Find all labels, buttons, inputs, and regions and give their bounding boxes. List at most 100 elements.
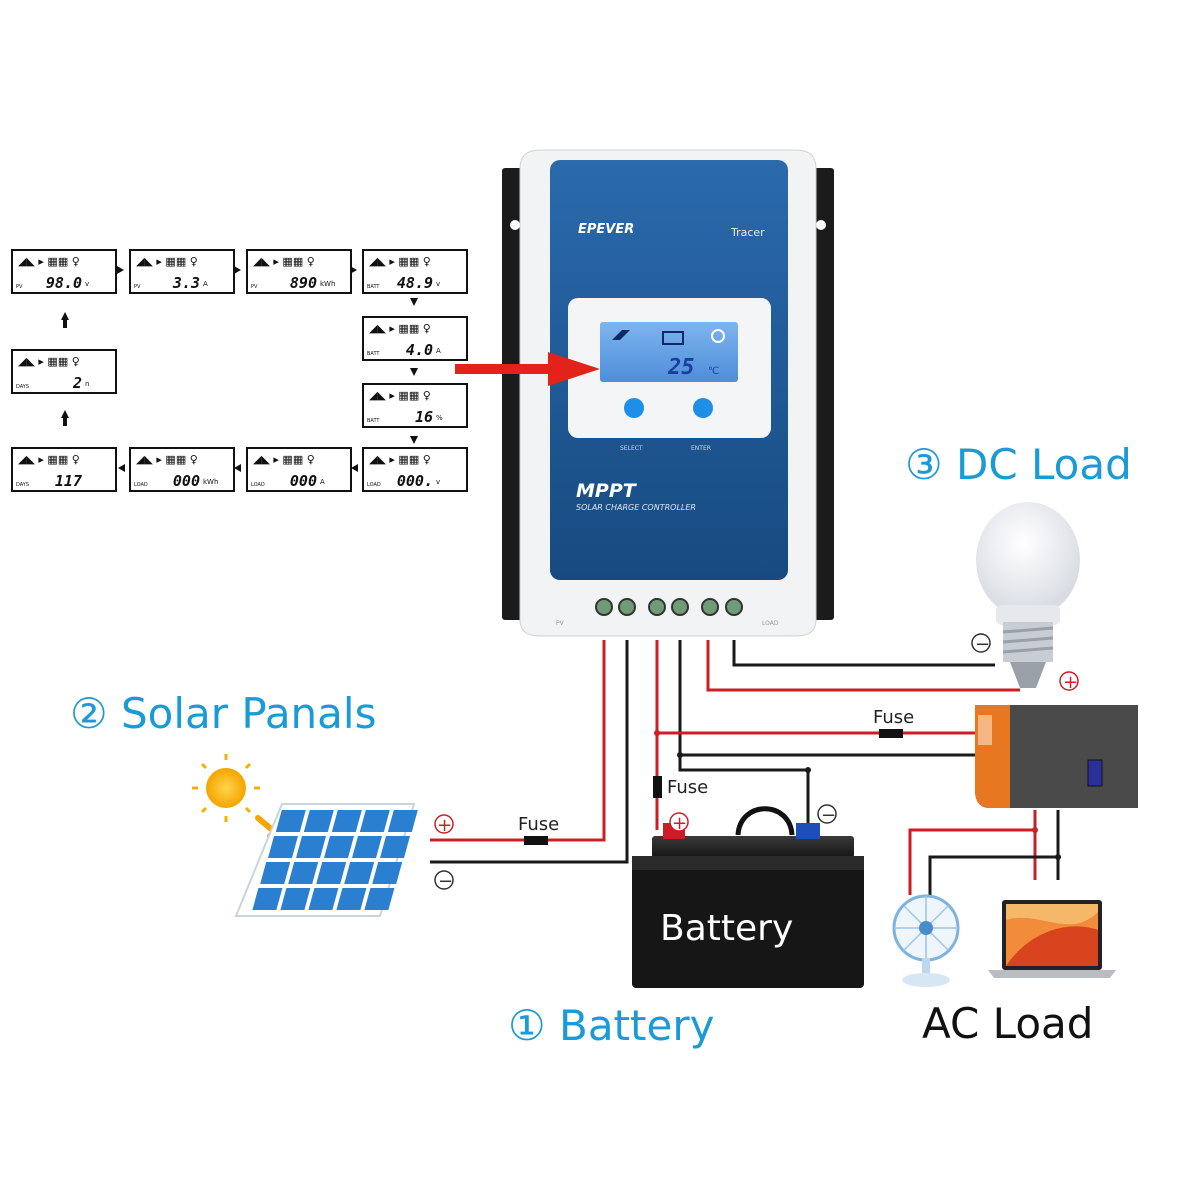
panel-cell (303, 810, 334, 832)
panel-cell (316, 862, 347, 884)
junction-dots (654, 730, 1038, 833)
lcd-main-value: 25 (667, 355, 695, 380)
solar-panel (192, 754, 418, 917)
wire-pv-negative (430, 640, 629, 864)
bulb-minus: − (975, 634, 990, 655)
lcd-status-icon-row: ◢◣ ▸ ▦▦ ♀ (253, 453, 315, 466)
lcd-status-icon-row: ◢◣ ▸ ▦▦ ♀ (253, 255, 315, 268)
panel-cell (252, 888, 283, 910)
lcd-thumbnail-tag: PV (134, 284, 141, 290)
lcd-thumbnail-value: 000. (397, 472, 433, 490)
panel-cell (372, 862, 403, 884)
lcd-thumbnail-tag: BATT (367, 284, 380, 290)
lcd-status-icon-row: ◢◣ ▸ ▦▦ ♀ (136, 255, 198, 268)
panel-cells (252, 810, 418, 910)
lcd-thumbnail-unit: % (436, 414, 443, 422)
fuse-battery (653, 776, 662, 798)
solar-plus: + (437, 815, 452, 836)
wire-batt-negative (678, 640, 810, 835)
lcd-status-icon-row: ◢◣ ▸ ▦▦ ♀ (18, 355, 80, 368)
controller-subtitle: SOLAR CHARGE CONTROLLER (576, 503, 696, 512)
panel-cell (296, 836, 326, 858)
controller-title: MPPT (576, 480, 638, 502)
terminal-label-load: LOAD (762, 620, 779, 627)
lcd-thumbnail-value: 2 (72, 374, 82, 392)
lcd-thumbnail-value: 117 (55, 472, 82, 490)
inverter (975, 705, 1138, 808)
lcd-thumbnail-tag: DAYS (16, 482, 29, 488)
fuse-label-pv: Fuse (518, 814, 559, 835)
sun-rays (192, 754, 260, 822)
battery: Battery (632, 806, 864, 988)
panel-cell (380, 836, 410, 858)
enter-button[interactable] (693, 398, 713, 418)
panel-cell (387, 810, 418, 832)
sun-icon (206, 768, 246, 808)
panel-cell (336, 888, 367, 910)
lcd-thumbnail-unit: A (320, 478, 325, 486)
fuse-pv (524, 836, 548, 845)
wire-load-negative (732, 640, 995, 667)
lcd-thumbnail-unit: v (85, 280, 89, 288)
battery-plus: + (672, 813, 687, 834)
lcd-thumbnail-unit: A (436, 347, 441, 355)
panel-cell (364, 888, 395, 910)
title-solar-panels: ② Solar Panals (70, 689, 376, 738)
lcd-thumbnail-value: 890 (290, 274, 317, 292)
display-pointer-arrow (455, 352, 600, 386)
panel-cell (344, 862, 375, 884)
lcd-screen-thumbnail: ◢◣ ▸ ▦▦ ♀ DAYS 117 (11, 447, 117, 492)
title-ac-load: AC Load (922, 999, 1093, 1048)
lcd-status-icon-row: ◢◣ ▸ ▦▦ ♀ (369, 389, 431, 402)
lcd-status-icon-row: ◢◣ ▸ ▦▦ ♀ (18, 255, 80, 268)
bulb-plus: + (1063, 672, 1078, 693)
battery-minus: − (821, 805, 836, 826)
terminal-label-pv: PV (556, 620, 565, 627)
lcd-thumbnail-unit: n (85, 380, 89, 388)
panel-cell (324, 836, 354, 858)
lcd-thumbnail-value: 16 (415, 408, 433, 426)
lcd-status-icon-row: ◢◣ ▸ ▦▦ ♀ (369, 255, 431, 268)
lcd-thumbnail-tag: DAYS (16, 384, 29, 390)
panel-cell (352, 836, 382, 858)
lcd-thumbnail-unit: v (436, 280, 440, 288)
lcd-status-icon-row: ◢◣ ▸ ▦▦ ♀ (369, 453, 431, 466)
fuse-label-battery: Fuse (667, 777, 708, 798)
lcd-thumbnail-unit: kWh (320, 280, 335, 288)
lcd-status-icon-row: ◢◣ ▸ ▦▦ ♀ (18, 453, 80, 466)
lcd-thumbnail-tag: LOAD (367, 482, 381, 488)
terminal-block (595, 598, 743, 616)
select-button[interactable] (624, 398, 644, 418)
panel-cell (288, 862, 319, 884)
wire-ac-black (928, 810, 1060, 895)
wires (430, 640, 1060, 895)
lcd-thumbnail-unit: v (436, 478, 440, 486)
lcd-thumbnail-tag: BATT (367, 418, 380, 424)
lcd-thumbnail-tag: LOAD (251, 482, 265, 488)
panel-cell (260, 862, 291, 884)
title-battery: ① Battery (508, 1001, 714, 1050)
title-dc-load: ③ DC Load (905, 440, 1132, 489)
lcd-thumbnail-tag: BATT (367, 351, 380, 357)
panel-cell (331, 810, 362, 832)
battery-label: Battery (660, 908, 793, 949)
model-name: Tracer (730, 226, 765, 239)
panel-cell (280, 888, 311, 910)
wire-pv-positive (430, 640, 606, 842)
wire-load-positive (706, 640, 1020, 692)
lcd-status-icon-row: ◢◣ ▸ ▦▦ ♀ (136, 453, 198, 466)
panel-cell (308, 888, 339, 910)
bulb-icon (976, 502, 1080, 688)
lcd-thumbnail-value: 000 (290, 472, 317, 490)
charge-controller: EPEVER Tracer 25 ℃ SELECT ENTER MPPT SOL… (502, 149, 834, 637)
lcd-thumbnail-unit: kWh (203, 478, 218, 486)
